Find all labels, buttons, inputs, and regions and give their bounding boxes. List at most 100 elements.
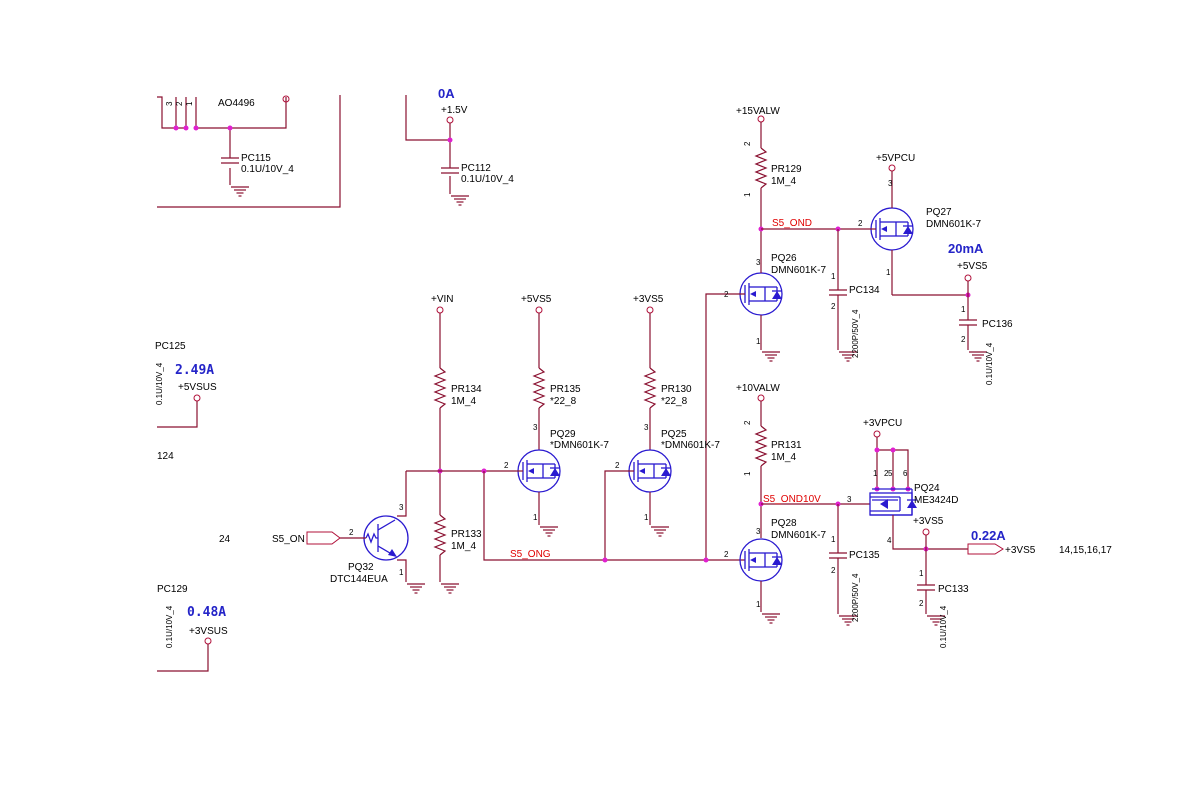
pc129-ref: PC129 — [157, 584, 188, 595]
pq27-mosfet-symbol — [870, 207, 914, 251]
pq25-ref: PQ25 — [661, 429, 687, 440]
pq26-value: DMN601K-7 — [771, 265, 826, 276]
svg-text:1: 1 — [399, 568, 404, 577]
rail-vin: +VIN — [431, 294, 454, 305]
pc112-ref: PC112 — [461, 163, 491, 174]
svg-text:2: 2 — [858, 219, 863, 228]
pr135-ref: PR135 — [550, 384, 581, 395]
pq28-value: DMN601K-7 — [771, 530, 826, 541]
s5-ond-block: +15VALW PR129 1M_4 2 1 S5_OND 2 +5VPCU — [705, 106, 1013, 560]
pr131-ref: PR131 — [771, 440, 802, 451]
rail-10valw: +10VALW — [736, 383, 780, 394]
pq29-block: +5VS5 PR135 *22_8 2 3 1 PQ29 *DMN601K-7 — [504, 294, 609, 537]
top-left-partial: 3 2 1 AO4496 PC115 0.1U/10V_4 — [157, 95, 341, 208]
pc133-value: 0.1U/10V_4 — [939, 605, 948, 648]
pc133-ref: PC133 — [938, 584, 969, 595]
svg-text:3: 3 — [399, 503, 404, 512]
svg-text:3: 3 — [644, 423, 649, 432]
pc134-ref: PC134 — [849, 285, 880, 296]
pc125-ref: PC125 — [155, 341, 186, 352]
3vs5-output-port — [967, 543, 1004, 555]
svg-text:3: 3 — [165, 101, 174, 106]
pr130-ref: PR130 — [661, 384, 692, 395]
page-references: 14,15,16,17 — [1059, 545, 1112, 556]
svg-text:2: 2 — [724, 290, 729, 299]
fragment-24: 24 — [219, 534, 231, 545]
pc134-value: 2200P/50V_4 — [851, 309, 860, 358]
pr129-ref: PR129 — [771, 164, 802, 175]
svg-text:1: 1 — [756, 337, 761, 346]
svg-text:1: 1 — [644, 513, 649, 522]
svg-text:2: 2 — [961, 335, 966, 344]
s5-on-port — [306, 531, 341, 545]
svg-text:2: 2 — [349, 528, 354, 537]
pr131-value: 1M_4 — [771, 452, 796, 463]
net-s5-ond10v: S5_OND10V — [763, 494, 821, 505]
pq25-mosfet-symbol — [628, 449, 672, 493]
pc136-ref: PC136 — [982, 319, 1013, 330]
s5-ond10v-block: +10VALW PR131 1M_4 2 1 S5_OND10V 3 3 — [736, 383, 1112, 648]
pr134-value: 1M_4 — [451, 396, 476, 407]
svg-text:1: 1 — [743, 471, 752, 476]
svg-text:2: 2 — [743, 141, 752, 146]
svg-text:2: 2 — [743, 420, 752, 425]
ao4496-label: AO4496 — [218, 98, 255, 109]
rail-3vsus: +3VSUS — [189, 626, 228, 637]
left-fragments: PC125 0.1U/10V_4 2.49A +5VSUS 124 24 PC1… — [155, 341, 231, 672]
pq29-mosfet-symbol — [517, 449, 561, 493]
svg-text:2: 2 — [615, 461, 620, 470]
svg-text:2: 2 — [504, 461, 509, 470]
pq28-mosfet-symbol — [739, 538, 783, 582]
s5-ong-net: S5_ONG 2 — [483, 471, 745, 563]
svg-text:2: 2 — [831, 302, 836, 311]
pr130-value: *22_8 — [661, 396, 688, 407]
svg-text:3: 3 — [533, 423, 538, 432]
pq27-ref: PQ27 — [926, 207, 952, 218]
pq24-value: ME3424D — [914, 495, 958, 506]
svg-text:1: 1 — [743, 192, 752, 197]
v15-rail-block: 0A +1.5V PC112 0.1U/10V_4 — [405, 86, 514, 206]
rail-3vs5-b: +3VS5 — [913, 516, 944, 527]
pq29-ref: PQ29 — [550, 429, 576, 440]
svg-text:1: 1 — [873, 469, 878, 478]
rail-3vs5: +3VS5 — [633, 294, 664, 305]
rail-5vs5: +5VS5 — [521, 294, 552, 305]
svg-text:1: 1 — [831, 272, 836, 281]
rail-5vpcu: +5VPCU — [876, 153, 915, 164]
svg-text:1: 1 — [756, 600, 761, 609]
svg-text:1: 1 — [185, 101, 194, 106]
rail-1v5: +1.5V — [441, 105, 468, 116]
svg-text:1: 1 — [886, 268, 891, 277]
svg-text:3: 3 — [847, 495, 852, 504]
rail-5vs5-out: +5VS5 — [957, 261, 988, 272]
pq26-ref: PQ26 — [771, 253, 797, 264]
svg-text:2: 2 — [724, 550, 729, 559]
net-s5-on: S5_ON — [272, 534, 305, 545]
svg-text:1: 1 — [533, 513, 538, 522]
pq24-mosfet-symbol — [869, 488, 917, 516]
pq28-ref: PQ28 — [771, 518, 797, 529]
pr133-ref: PR133 — [451, 529, 482, 540]
rail-15valw: +15VALW — [736, 106, 780, 117]
svg-text:3: 3 — [888, 179, 893, 188]
pc136-value: 0.1U/10V_4 — [985, 342, 994, 385]
rail-3vs5-port: +3VS5 — [1005, 545, 1036, 556]
rail-3vpcu: +3VPCU — [863, 418, 902, 429]
svg-text:4: 4 — [887, 536, 892, 545]
pq27-value: DMN601K-7 — [926, 219, 981, 230]
pc112-value: 0.1U/10V_4 — [461, 174, 514, 185]
current-0-22a: 0.22A — [971, 528, 1006, 543]
pq24-ref: PQ24 — [914, 483, 940, 494]
svg-text:1: 1 — [831, 535, 836, 544]
pq26-mosfet-symbol — [739, 272, 783, 316]
current-20ma: 20mA — [948, 241, 984, 256]
power-node — [282, 95, 290, 103]
pc115-ref: PC115 — [241, 153, 271, 164]
pq25-value: *DMN601K-7 — [661, 440, 720, 451]
svg-text:2: 2 — [175, 101, 184, 106]
svg-text:5: 5 — [888, 469, 893, 478]
top-current-partial: 0A — [438, 86, 455, 101]
net-s5-ong: S5_ONG — [510, 549, 551, 560]
pq25-block: +3VS5 PR130 *22_8 2 3 1 PQ25 *DMN601K-7 — [604, 294, 720, 560]
pq32-value: DTC144EUA — [330, 574, 388, 585]
